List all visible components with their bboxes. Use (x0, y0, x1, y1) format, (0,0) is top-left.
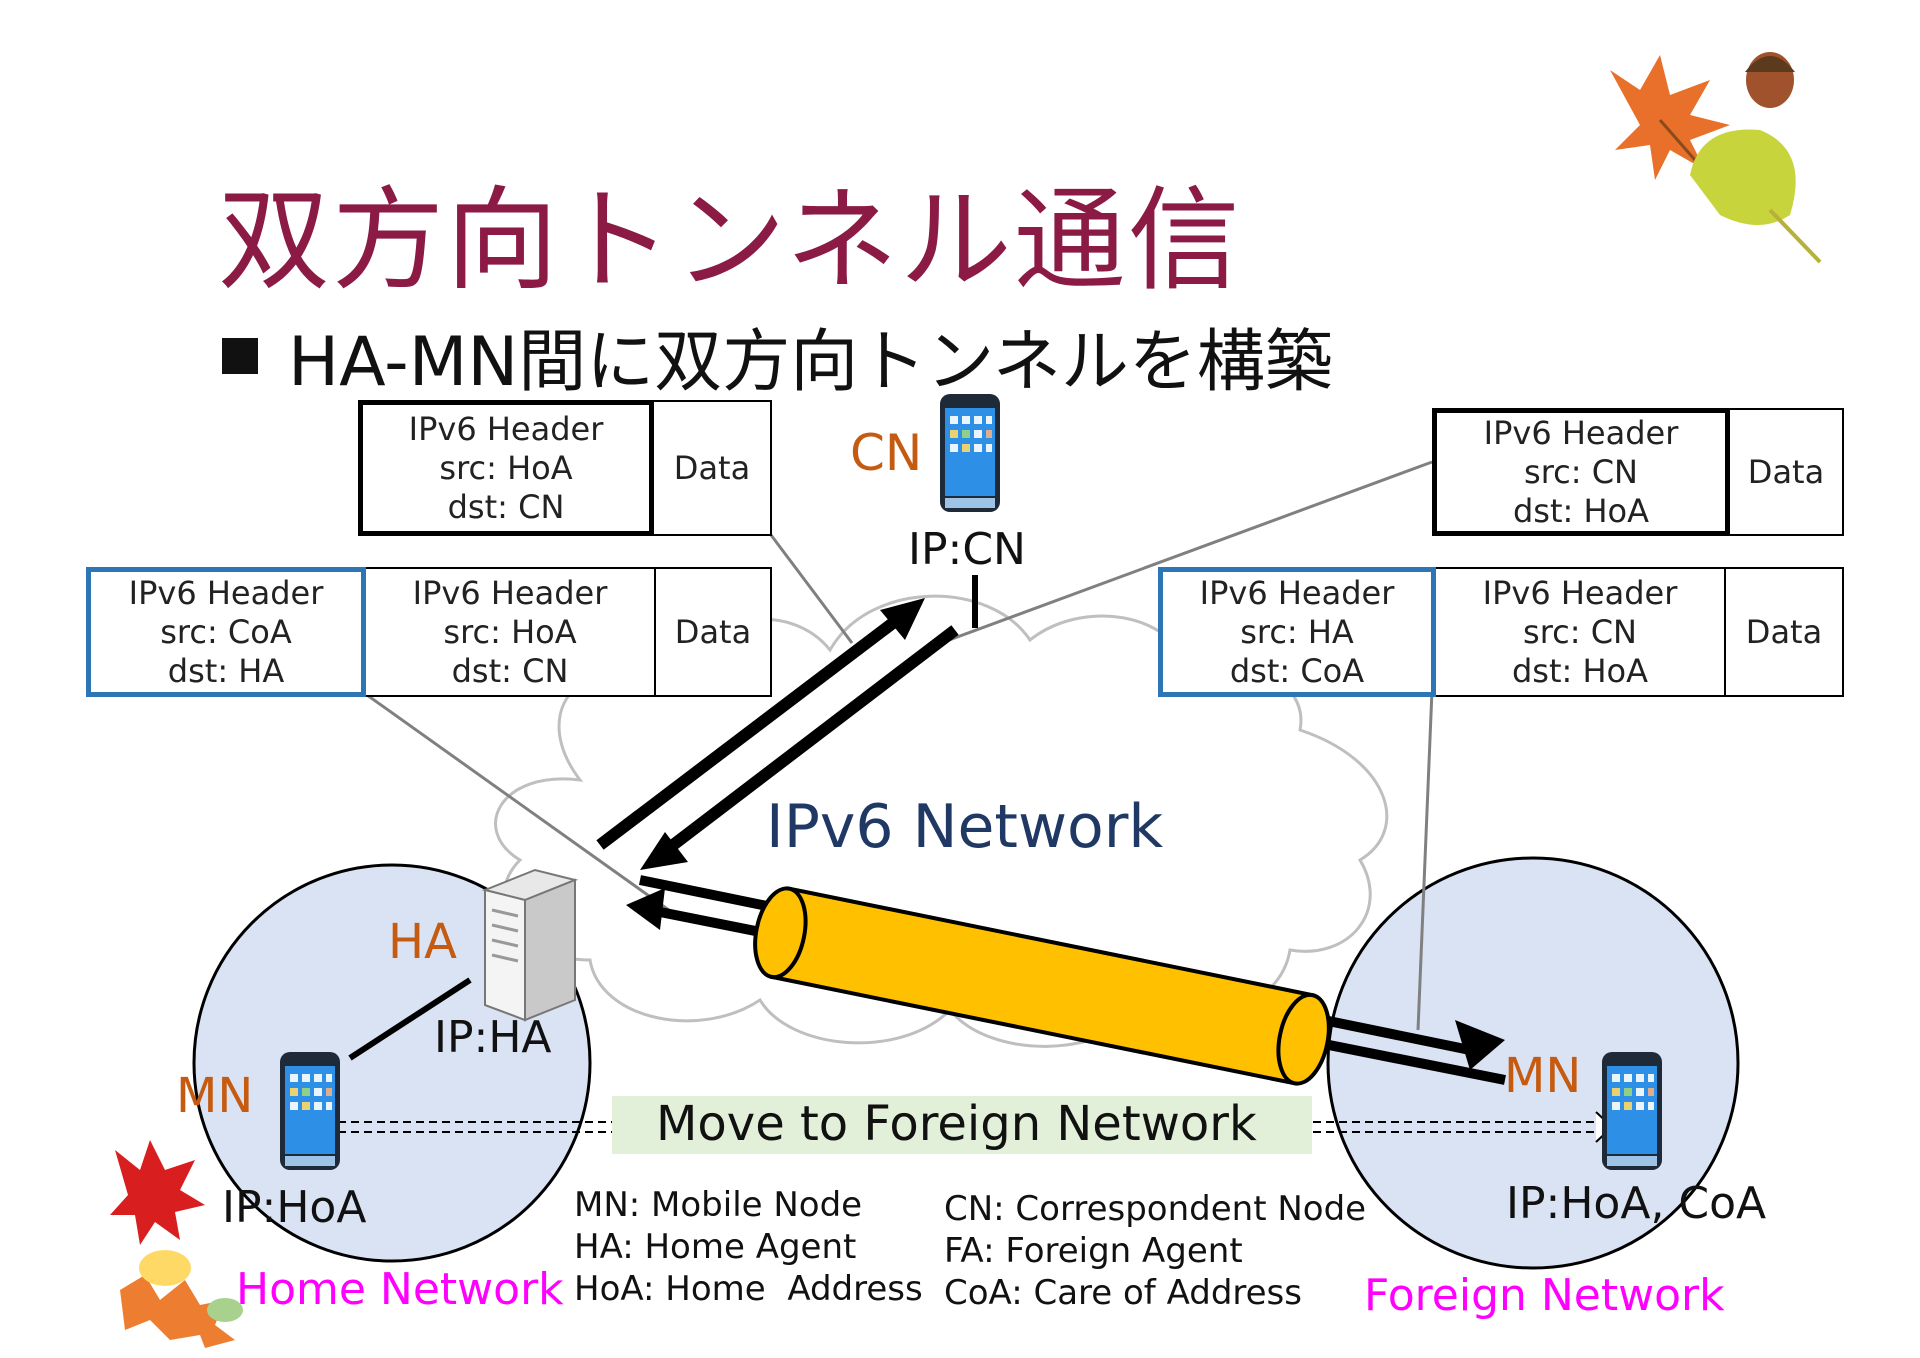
header-line: IPv6 Header (408, 409, 604, 448)
packet-header: IPv6 Header src: HoA dst: CN (358, 400, 654, 536)
acorn-icon (1745, 52, 1795, 108)
data-label: Data (673, 448, 751, 487)
ipv6-network-label: IPv6 Network (766, 792, 1164, 862)
callout-line-mid-right (1416, 689, 1434, 1031)
mn-home-ip: IP:HoA (222, 1182, 367, 1233)
server-icon (481, 868, 579, 1022)
arrow-cn-to-ha-head (640, 832, 688, 870)
packet-top-right: IPv6 Header src: CN dst: HoA Data (1432, 408, 1844, 536)
maple-leaf-icon (1610, 55, 1730, 180)
data-label: Data (1747, 452, 1825, 491)
red-leaf-icon (110, 1140, 205, 1245)
phone-icon-cn (940, 394, 1000, 512)
header-src: src: CN (1524, 452, 1638, 491)
legend-item: HA: Home Agent (574, 1227, 857, 1267)
phone-icon-mn-home (280, 1052, 340, 1170)
packet-data: Data (1726, 567, 1844, 697)
legend-item: HoA: Home Address (574, 1269, 923, 1309)
header-src: src: HoA (443, 612, 577, 651)
mn-home-label: MN (176, 1068, 254, 1124)
legend-left: MN: Mobile Node HA: Home Agent HoA: Home… (574, 1184, 923, 1310)
legend-item: FA: Foreign Agent (944, 1231, 1243, 1271)
bullet-point: HA-MN間に双方向トンネルを構築 (222, 306, 1333, 405)
packet-outer-header: IPv6 Header src: HA dst: CoA (1158, 567, 1436, 697)
packet-data: Data (656, 567, 772, 697)
packet-top-left: IPv6 Header src: HoA dst: CN Data (358, 400, 772, 536)
packet-header: IPv6 Header src: CN dst: HoA (1432, 408, 1730, 536)
mn-foreign-label: MN (1504, 1048, 1582, 1104)
move-label-band (612, 1096, 1312, 1154)
cloud-shape (494, 594, 1389, 1048)
data-label: Data (674, 612, 752, 651)
legend-item: CoA: Care of Address (944, 1273, 1302, 1313)
phone-icon-mn-foreign (1602, 1052, 1662, 1170)
header-dst: dst: CN (451, 651, 569, 690)
header-dst: dst: HA (167, 651, 285, 690)
packet-outer-header: IPv6 Header src: CoA dst: HA (86, 567, 366, 697)
ha-label: HA (388, 914, 457, 970)
ha-mn-link (348, 977, 472, 1061)
header-dst: dst: CoA (1229, 651, 1365, 690)
header-src: src: HoA (439, 448, 573, 487)
packet-data: Data (1730, 408, 1844, 536)
cn-ip: IP:CN (908, 524, 1026, 575)
home-network-label: Home Network (236, 1264, 564, 1315)
legend-right: CN: Correspondent Node FA: Foreign Agent… (944, 1188, 1366, 1314)
tunnel-arrow-to-ha-head (626, 888, 665, 930)
packet-mid-right: IPv6 Header src: HA dst: CoA IPv6 Header… (1158, 567, 1844, 697)
move-label: Move to Foreign Network (656, 1096, 1257, 1152)
callout-line-mid-left (359, 688, 681, 920)
orange-leaf-icon (120, 1250, 243, 1348)
header-line: IPv6 Header (128, 573, 324, 612)
ginkgo-leaf-icon (1690, 129, 1822, 264)
arrow-ha-to-cn (596, 605, 914, 850)
legend-item: MN: Mobile Node (574, 1185, 863, 1225)
packet-inner-header: IPv6 Header src: CN dst: HoA (1436, 567, 1726, 697)
mn-foreign-ip: IP:HoA, CoA (1506, 1178, 1767, 1229)
tunnel-tube (753, 886, 1331, 1086)
foreign-network-label: Foreign Network (1364, 1270, 1725, 1321)
callout-line-top-right (921, 460, 1433, 652)
header-line: IPv6 Header (1483, 413, 1679, 452)
callout-line-top-left (766, 530, 854, 644)
header-src: src: CN (1523, 612, 1637, 651)
header-line: IPv6 Header (412, 573, 608, 612)
header-dst: dst: HoA (1511, 651, 1648, 690)
header-src: src: CoA (160, 612, 292, 651)
packet-data: Data (654, 400, 772, 536)
header-line: IPv6 Header (1482, 573, 1678, 612)
data-label: Data (1745, 612, 1823, 651)
header-dst: dst: HoA (1512, 491, 1649, 530)
packet-mid-left: IPv6 Header src: CoA dst: HA IPv6 Header… (86, 567, 772, 697)
arrow-ha-to-cn-head (880, 598, 925, 640)
bullet-square-icon (222, 337, 258, 374)
cn-label: CN (850, 424, 923, 482)
slide-title: 双方向トンネル通信 (218, 176, 1242, 306)
packet-inner-header: IPv6 Header src: HoA dst: CN (366, 567, 656, 697)
header-dst: dst: CN (447, 487, 565, 526)
tunnel-arrow-to-mn-head (1455, 1020, 1505, 1070)
header-line: IPv6 Header (1199, 573, 1395, 612)
header-src: src: HA (1240, 612, 1354, 651)
arrow-cn-to-ha (656, 625, 959, 860)
bullet-text: HA-MN間に双方向トンネルを構築 (288, 323, 1333, 402)
ha-ip: IP:HA (434, 1012, 552, 1063)
legend-item: CN: Correspondent Node (944, 1189, 1367, 1229)
